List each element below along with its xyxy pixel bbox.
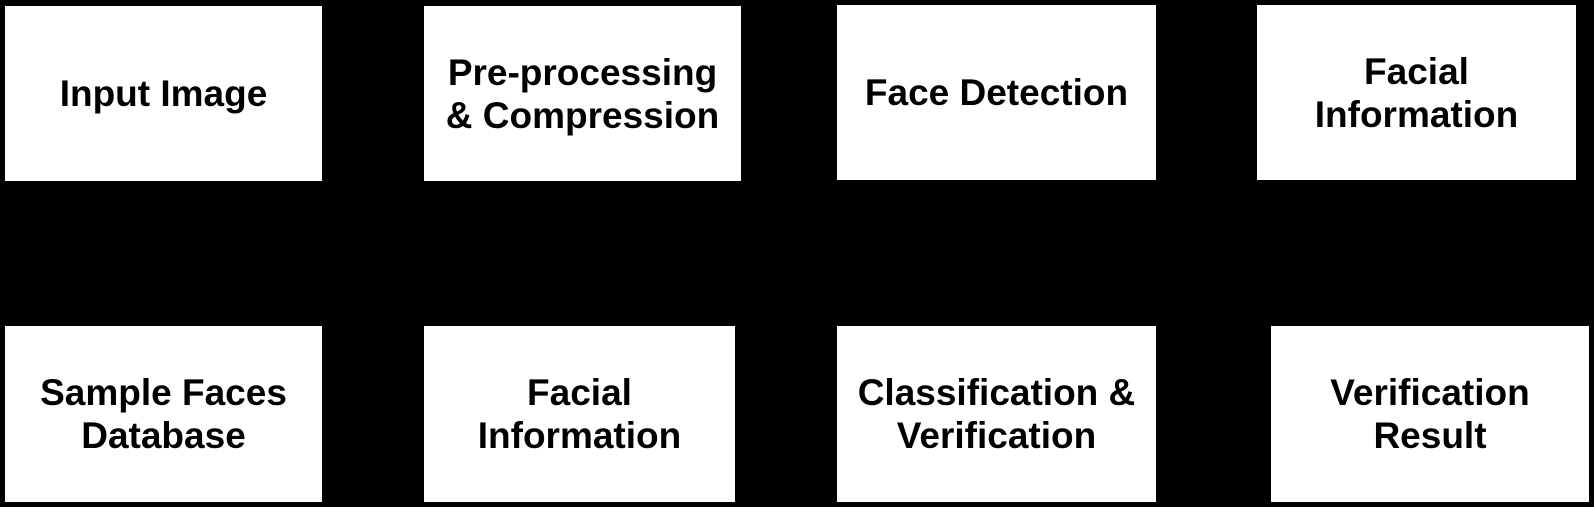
box-label-line: Facial [1364,50,1469,92]
box-label-line: Result [1373,415,1487,456]
box-label-line: Verification [1330,372,1530,413]
classification-verification-box: Classification & Verification [837,326,1156,502]
box-label-line: Verification [896,415,1097,456]
box-label-line: Pre-processing [447,51,718,93]
preprocessing-compression-box: Pre-processing & Compression [424,6,741,181]
box-label-line: Input Image [59,73,268,114]
face-detection-box: Face Detection [837,5,1156,180]
box-label-line: Database [81,415,246,456]
box-label-line: Information [1314,93,1519,135]
facial-information-top-box: Facial Information [1257,5,1576,180]
verification-result-box: Verification Result [1271,326,1589,502]
box-label-line: Information [477,415,682,456]
input-image-box: Input Image [5,6,322,181]
box-label-line: Sample Faces [40,372,287,413]
box-label-line: Face Detection [864,72,1129,113]
box-label-line: & Compression [445,94,720,136]
box-label-line: Facial [527,372,632,413]
sample-faces-database-box: Sample Faces Database [5,326,322,502]
box-label-line: Classification & [857,372,1136,413]
facial-information-bottom-box: Facial Information [424,326,735,502]
